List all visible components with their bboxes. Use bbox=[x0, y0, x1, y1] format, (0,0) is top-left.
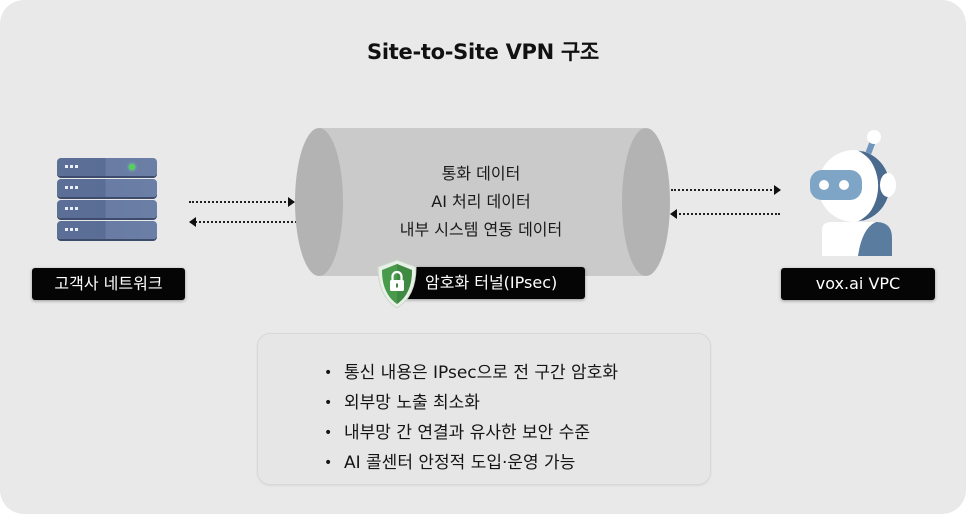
robot-icon bbox=[810, 130, 896, 256]
tunnel-right-cap bbox=[622, 128, 670, 276]
arrow-right-icon bbox=[189, 197, 295, 207]
tunnel-content-item: AI 처리 데이터 bbox=[431, 192, 531, 211]
summary-list: 통신 내용은 IPsec으로 전 구간 암호화 외부망 노출 최소화 내부망 간… bbox=[324, 358, 618, 478]
arrow-left-icon bbox=[189, 217, 297, 227]
tunnel-content-item: 통화 데이터 bbox=[441, 164, 521, 183]
vox-vpc-label: vox.ai VPC bbox=[781, 268, 935, 300]
tunnel-contents: 통화 데이터 AI 처리 데이터 내부 시스템 연동 데이터 bbox=[318, 160, 644, 244]
summary-item: 내부망 간 연결과 유사한 보안 수준 bbox=[324, 418, 618, 448]
arrow-right-icon bbox=[671, 185, 781, 195]
diagram-title: Site-to-Site VPN 구조 bbox=[367, 40, 599, 64]
tunnel-content-item: 내부 시스템 연동 데이터 bbox=[399, 220, 563, 239]
summary-item: 외부망 노출 최소화 bbox=[324, 388, 618, 418]
shield-lock-icon bbox=[377, 259, 417, 309]
vpn-tunnel bbox=[318, 128, 644, 276]
status-led-icon bbox=[129, 164, 135, 170]
summary-item: 통신 내용은 IPsec으로 전 구간 암호화 bbox=[324, 358, 618, 388]
server-rack-icon bbox=[57, 158, 157, 242]
tunnel-left-cap bbox=[295, 128, 343, 276]
customer-network-label: 고객사 네트워크 bbox=[32, 268, 185, 300]
tunnel-label: 암호화 터널(IPsec) bbox=[403, 267, 585, 299]
arrow-left-icon bbox=[670, 209, 780, 219]
summary-item: AI 콜센터 안정적 도입·운영 가능 bbox=[324, 448, 618, 478]
summary-box: 통신 내용은 IPsec으로 전 구간 암호화 외부망 노출 최소화 내부망 간… bbox=[258, 334, 710, 484]
